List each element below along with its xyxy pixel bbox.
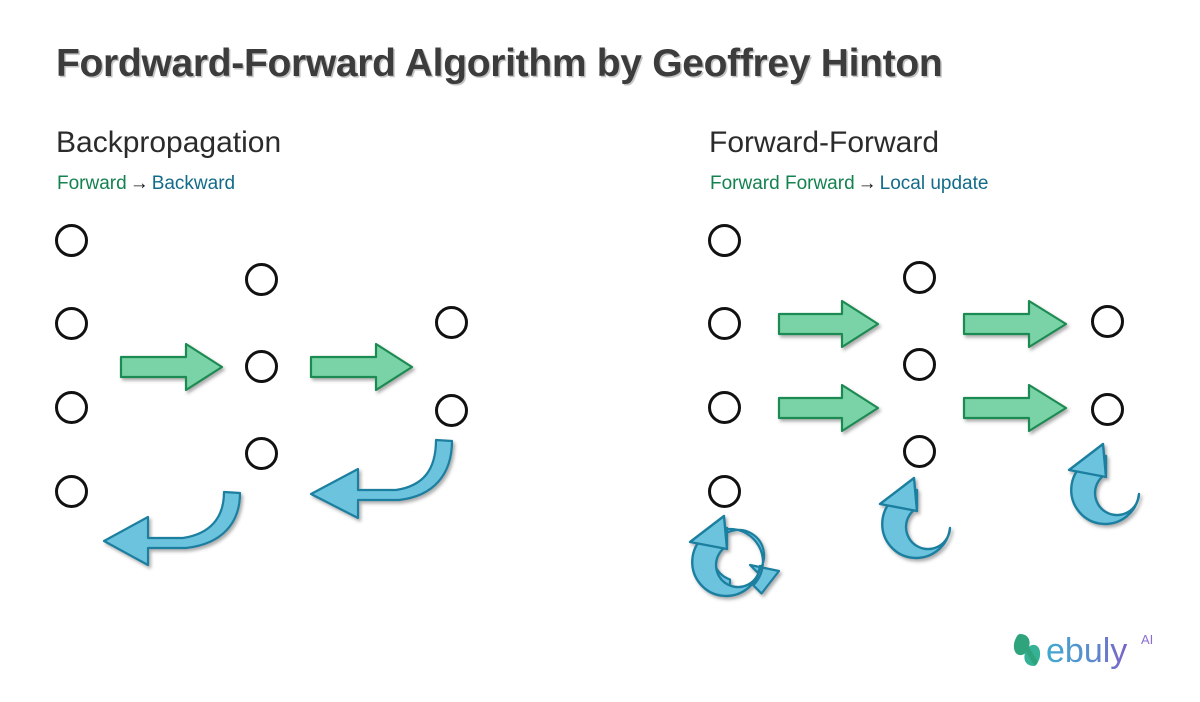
panel-title-backpropagation: Backpropagation	[56, 126, 282, 159]
node-output-1	[435, 306, 468, 339]
node-output-2	[435, 394, 468, 427]
subtitle-local-update-label: Local update	[879, 173, 989, 194]
node-output-2	[1091, 393, 1124, 426]
page-title: Fordward-Forward Algorithm by Geoffrey H…	[56, 42, 943, 85]
node-input-4	[708, 475, 741, 508]
node-hidden-2	[903, 348, 936, 381]
subtitle-arrow-icon: →	[129, 173, 149, 194]
node-input-1	[55, 224, 88, 257]
node-hidden-3	[245, 437, 278, 470]
node-input-3	[55, 391, 88, 424]
subtitle-forward-forward-label: Forward Forward	[710, 173, 855, 194]
subtitle-forward-label: Forward	[57, 173, 127, 194]
panel-subtitle-forward-forward: Forward Forward→Local update	[710, 173, 988, 195]
panel-subtitle-backpropagation: Forward→Backward	[57, 173, 235, 195]
nebuly-wordmark: ebuly	[1046, 632, 1127, 670]
subtitle-backward-label: Backward	[151, 173, 236, 194]
subtitle-arrow-icon: →	[857, 173, 877, 194]
node-hidden-2	[245, 350, 278, 383]
node-input-3	[708, 391, 741, 424]
node-output-1	[1091, 305, 1124, 338]
nebuly-mark-icon	[1013, 634, 1041, 666]
panel-forward-forward: Forward-Forward Forward Forward→Local up…	[650, 0, 1200, 702]
nebuly-ai-superscript: AI	[1141, 632, 1153, 647]
node-input-2	[708, 307, 741, 340]
node-hidden-3	[903, 435, 936, 468]
node-input-4	[55, 475, 88, 508]
node-hidden-1	[245, 263, 278, 296]
node-input-2	[55, 307, 88, 340]
panel-backpropagation: Backpropagation Forward→Backward	[55, 126, 468, 508]
panel-title-forward-forward: Forward-Forward	[709, 126, 940, 159]
node-hidden-1	[903, 261, 936, 294]
nebuly-ai-logo[interactable]: ebuly AI	[1010, 626, 1190, 674]
node-input-1	[708, 224, 741, 257]
